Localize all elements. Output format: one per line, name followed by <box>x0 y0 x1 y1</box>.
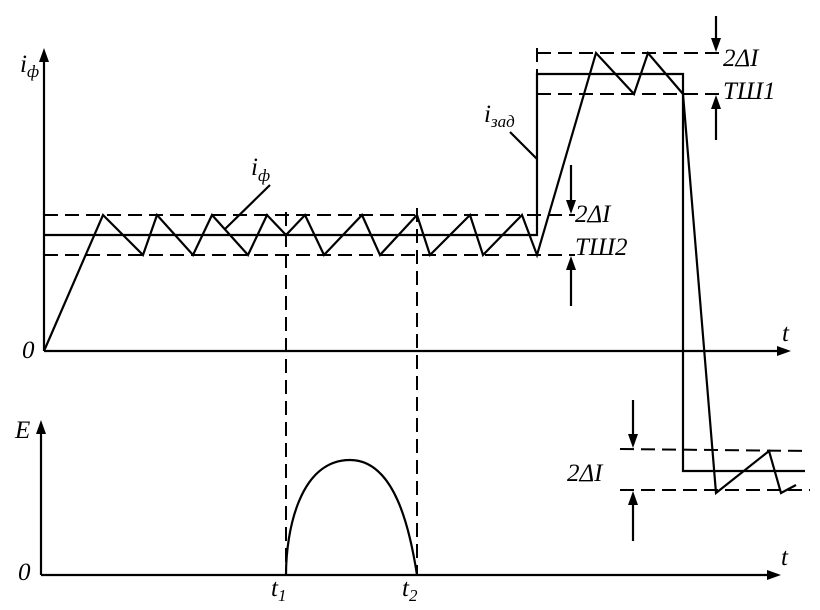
upper-origin-label: 0 <box>22 337 35 364</box>
band-width-label-1: 2ΔI <box>723 45 760 72</box>
setpoint-current-line <box>44 72 805 473</box>
t1-label: t1 <box>271 575 286 605</box>
lower-x-axis-label: t <box>781 544 789 571</box>
upper-x-axis-label: t <box>782 320 790 347</box>
band-width-label-2: 2ΔI <box>575 201 612 228</box>
lower-y-axis-arrow <box>36 420 46 434</box>
emf-pulse-curve <box>284 458 419 576</box>
dim3-bottom-arrow <box>628 491 638 505</box>
dim3-top-arrow <box>628 434 638 448</box>
current-label-leader <box>224 184 271 230</box>
actual-current-label: iф <box>251 154 270 185</box>
lower-origin-label: 0 <box>18 559 31 586</box>
dim2-bottom-arrow <box>566 256 576 270</box>
dim2-top-arrow <box>566 200 576 214</box>
upper-y-axis-label: iф <box>20 51 39 81</box>
lower-y-axis-label: E <box>14 417 30 444</box>
upper-y-axis-arrow <box>39 48 49 62</box>
setpoint-current-label: iзад <box>484 101 515 131</box>
setpoint-label-leader <box>509 131 538 160</box>
lower-x-axis-arrow <box>767 570 781 580</box>
mode-label-tsh1: ТШ1 <box>723 78 775 105</box>
band-width-label-3: 2ΔI <box>567 460 604 487</box>
dim1-bottom-arrow <box>711 95 721 109</box>
dim1-top-arrow <box>711 38 721 52</box>
mode-label-tsh2: ТШ2 <box>575 234 627 261</box>
band-upper-limit-low <box>619 448 809 452</box>
t2-label: t2 <box>402 575 418 605</box>
upper-x-axis-arrow <box>777 346 791 356</box>
